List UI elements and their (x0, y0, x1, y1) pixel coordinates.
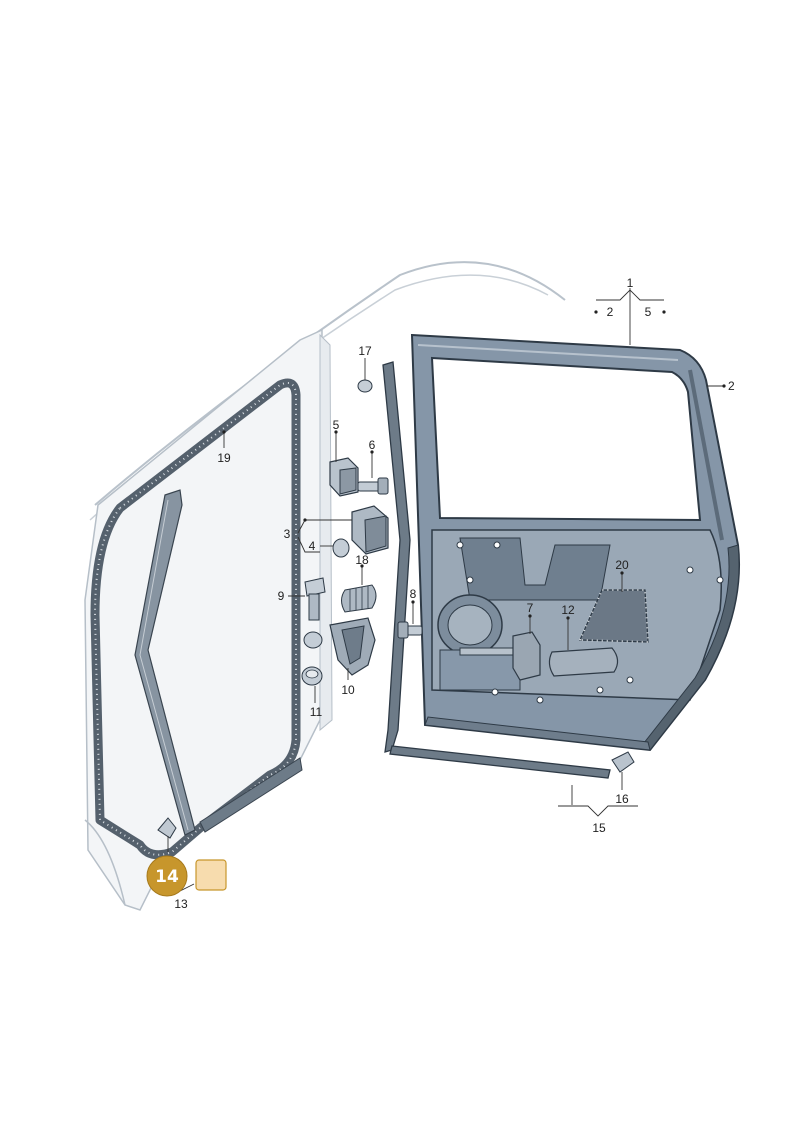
callout-10: 10 (341, 683, 355, 697)
part-6-bolt (357, 477, 389, 495)
callout-14: 14 (155, 867, 179, 887)
callout-20: 20 (615, 558, 629, 572)
callout-12: 12 (561, 603, 575, 617)
callout-8: 8 (410, 587, 417, 601)
callout-18: 18 (355, 553, 369, 567)
callout-7: 7 (527, 601, 534, 615)
leader-lines (167, 288, 724, 894)
callout-1-ref-2: 2 (607, 305, 614, 319)
sill-seal (199, 757, 303, 833)
part-8-bolt (397, 621, 423, 639)
callout-2: 2 (728, 379, 735, 393)
callout-1-ref-5: 5 (645, 305, 652, 319)
callout-9: 9 (278, 589, 285, 603)
callout-17: 17 (358, 344, 372, 358)
highlight-part-14[interactable]: 14 (146, 855, 227, 897)
part-5-hinge (329, 457, 359, 497)
callout-16: 16 (615, 792, 629, 806)
part-16-clip (611, 751, 635, 773)
callout-11: 11 (310, 705, 323, 719)
callout-6: 6 (369, 438, 376, 452)
highlight-swatch (195, 859, 227, 891)
part-17-clip (357, 379, 373, 393)
rear-door-panel (410, 333, 741, 752)
part-11-bushing (301, 631, 323, 686)
lower-door-seal-15 (389, 745, 611, 779)
part-12-handle (548, 647, 619, 677)
part-14-clip (157, 817, 177, 839)
pillar-trim-strip (134, 489, 196, 836)
body-side-frame (84, 261, 566, 911)
part-18-stopper (341, 584, 377, 613)
part-7-door-check (459, 631, 541, 681)
callout-3: 3 (284, 527, 291, 541)
door-edge-seal (382, 361, 411, 753)
part-3-hinge (351, 505, 389, 555)
callout-19: 19 (217, 451, 231, 465)
part-4-pin (332, 538, 350, 558)
highlight-badge (146, 855, 188, 897)
callout-15: 15 (592, 821, 606, 835)
callout-1: 1 (627, 276, 634, 290)
part-9-striker-bolt (304, 577, 326, 621)
leader-dots (222, 310, 726, 620)
callout-labels: 1 2 5 2 17 5 6 3 4 18 9 10 11 8 7 12 20 … (174, 276, 735, 911)
callout-5: 5 (333, 418, 340, 432)
callout-4: 4 (309, 539, 316, 553)
callout-13: 13 (174, 897, 188, 911)
door-opening-seal-19 (90, 378, 301, 860)
part-10-bracket (329, 617, 376, 676)
part-20-insulation-pad (578, 589, 650, 644)
